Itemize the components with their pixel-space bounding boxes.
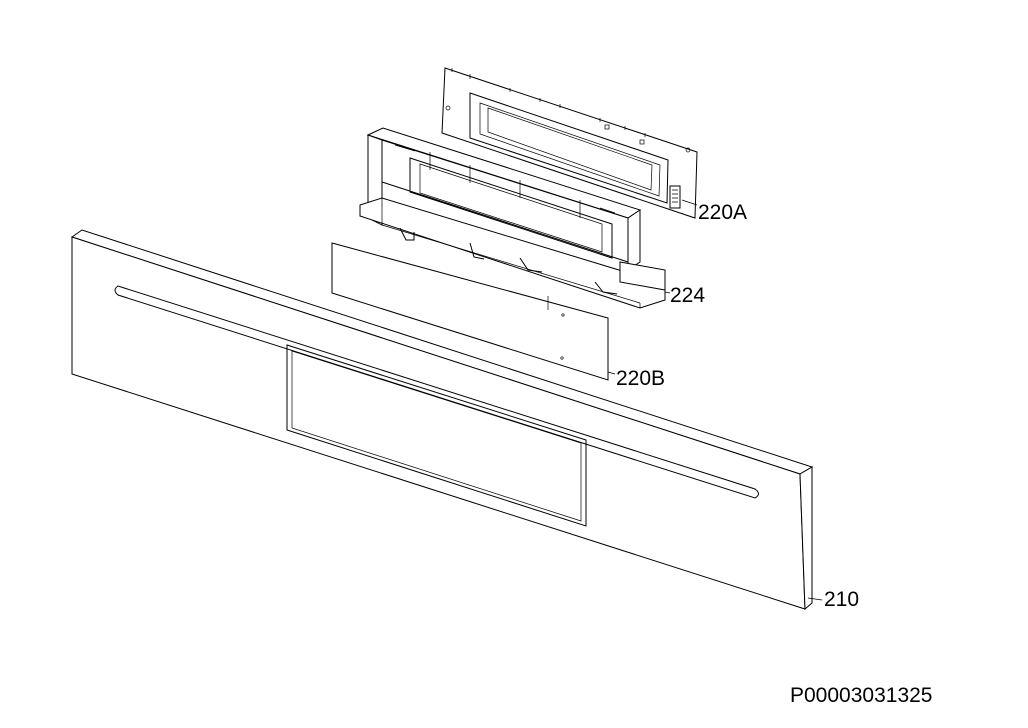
callout-220a: 220A xyxy=(698,201,747,224)
leader-line-220b xyxy=(607,371,616,375)
leader-line-220a xyxy=(681,199,698,206)
leader-line-210 xyxy=(807,597,823,601)
part-220b-display-film xyxy=(331,242,609,381)
callout-224: 224 xyxy=(670,284,705,307)
document-id: P00003031325 xyxy=(790,684,932,707)
part-210-front-panel xyxy=(70,229,814,611)
leader-line-224 xyxy=(664,291,671,294)
callout-220b: 220B xyxy=(616,367,665,390)
callout-210: 210 xyxy=(824,588,859,611)
part-224-housing-frame xyxy=(359,127,666,309)
part-220a-circuit-board xyxy=(441,67,698,219)
